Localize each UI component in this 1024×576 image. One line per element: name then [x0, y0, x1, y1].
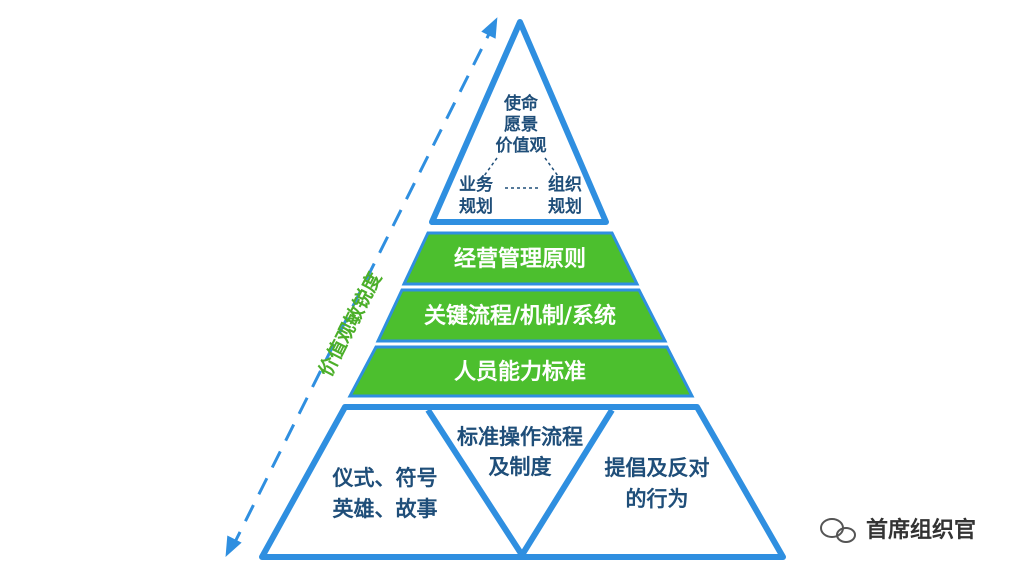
core-line-2: 愿景: [504, 115, 538, 135]
base-middle-1: 标准操作流程: [457, 425, 583, 449]
base-left-2: 英雄、故事: [333, 497, 438, 521]
base-middle-2: 及制度: [489, 455, 552, 479]
watermark-text: 首席组织官: [866, 517, 976, 543]
top-triangle: [429, 19, 609, 225]
wechat-icon: [820, 518, 856, 543]
band-key-processes: [375, 288, 668, 343]
core-line-3: 价值观: [496, 135, 547, 156]
org-planning-1: 组织: [548, 174, 582, 195]
base-section: [259, 404, 786, 560]
base-right-1: 提倡及反对: [605, 456, 710, 480]
core-line-1: 使命: [503, 93, 539, 114]
org-planning-2: 规划: [548, 196, 582, 217]
band-people-standards: [347, 345, 695, 398]
base-right-2: 的行为: [626, 487, 689, 511]
top-arrows: [483, 157, 559, 189]
band-2-label: 关键流程/机制/系统: [424, 303, 616, 329]
base-left-1: 仪式、符号: [332, 466, 438, 490]
axis-arrow: [225, 17, 498, 557]
business-planning-2: 规划: [459, 196, 493, 217]
band-3-label: 人员能力标准: [454, 359, 586, 385]
band-1-label: 经营管理原则: [454, 246, 586, 272]
band-management-principles: [401, 231, 640, 286]
business-planning-1: 业务: [459, 174, 494, 195]
